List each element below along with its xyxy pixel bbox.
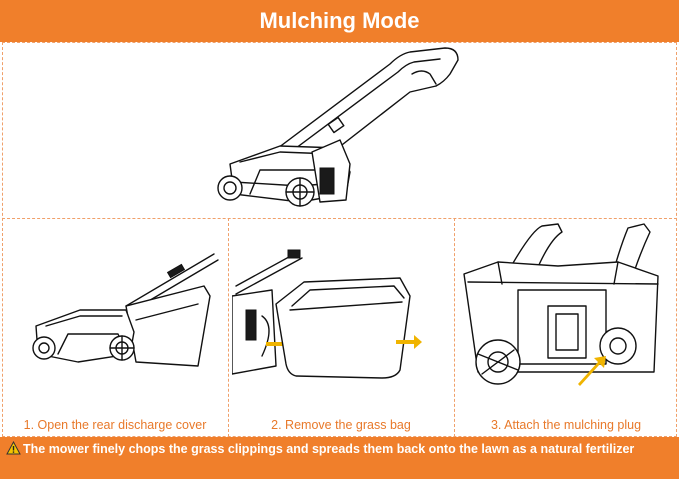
vertical-divider-2 — [454, 218, 455, 437]
step1-caption: 1. Open the rear discharge cover — [23, 418, 207, 432]
illustration-frame — [2, 42, 677, 437]
step3-caption: 3. Attach the mulching plug — [490, 418, 642, 432]
footer-banner: The mower finely chops the grass clippin… — [0, 437, 679, 479]
arrow-icon — [578, 356, 606, 386]
horizontal-divider — [2, 218, 677, 219]
title-banner: Mulching Mode — [0, 0, 679, 42]
page-title: Mulching Mode — [259, 8, 420, 33]
vertical-divider-1 — [228, 218, 229, 437]
arrow-icon — [396, 335, 422, 349]
step2-caption: 2. Remove the grass bag — [271, 418, 411, 432]
step1-illustration — [32, 253, 219, 367]
warning-triangle-icon — [6, 441, 21, 455]
footer-text: The mower finely chops the grass clippin… — [23, 442, 635, 456]
mower-overview-illustration — [217, 47, 459, 207]
step2-illustration — [232, 249, 422, 379]
step3-illustration — [463, 223, 659, 386]
